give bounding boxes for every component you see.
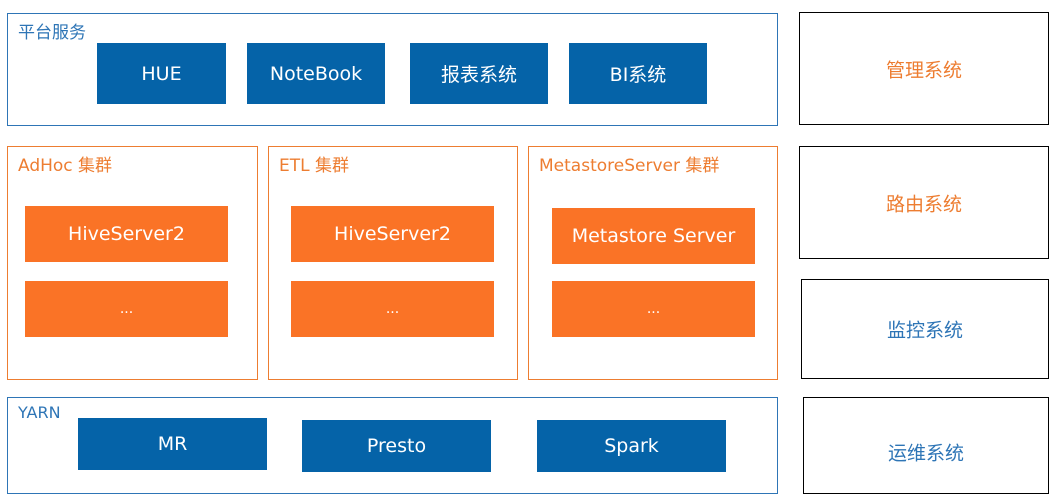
platform-services-label: 平台服务 [18,23,86,43]
yarn-label: YARN [18,403,61,422]
management-system-box: 管理系统 [799,12,1049,125]
etl-hiveserver2-box: HiveServer2 [291,206,494,262]
metastore-cluster-label: MetastoreServer 集群 [539,156,720,176]
monitoring-system-box: 监控系统 [801,279,1049,379]
etl-more-box: ... [291,281,494,337]
metastore-more-box: ... [552,281,755,337]
adhoc-cluster-label: AdHoc 集群 [18,156,113,176]
ops-system-label: 运维系统 [887,442,964,464]
adhoc-more-box: ... [25,281,228,337]
routing-system-box: 路由系统 [799,146,1049,259]
monitoring-system-label: 监控系统 [886,319,963,342]
adhoc-hiveserver2-box: HiveServer2 [25,206,228,262]
bi-system-box: BI系统 [569,43,707,104]
report-system-box: 报表系统 [410,43,548,104]
adhoc-cluster-panel: AdHoc 集群 [7,146,258,380]
management-system-label: 管理系统 [885,59,962,81]
etl-cluster-panel: ETL 集群 [268,146,518,380]
notebook-box: NoteBook [247,43,385,104]
etl-cluster-label: ETL 集群 [279,156,350,176]
hue-box: HUE [97,43,226,104]
routing-system-label: 路由系统 [885,193,962,215]
spark-box: Spark [537,420,726,472]
ops-system-box: 运维系统 [803,397,1049,494]
mr-box: MR [78,418,267,470]
metastore-server-box: Metastore Server [552,208,755,264]
presto-box: Presto [302,420,491,472]
